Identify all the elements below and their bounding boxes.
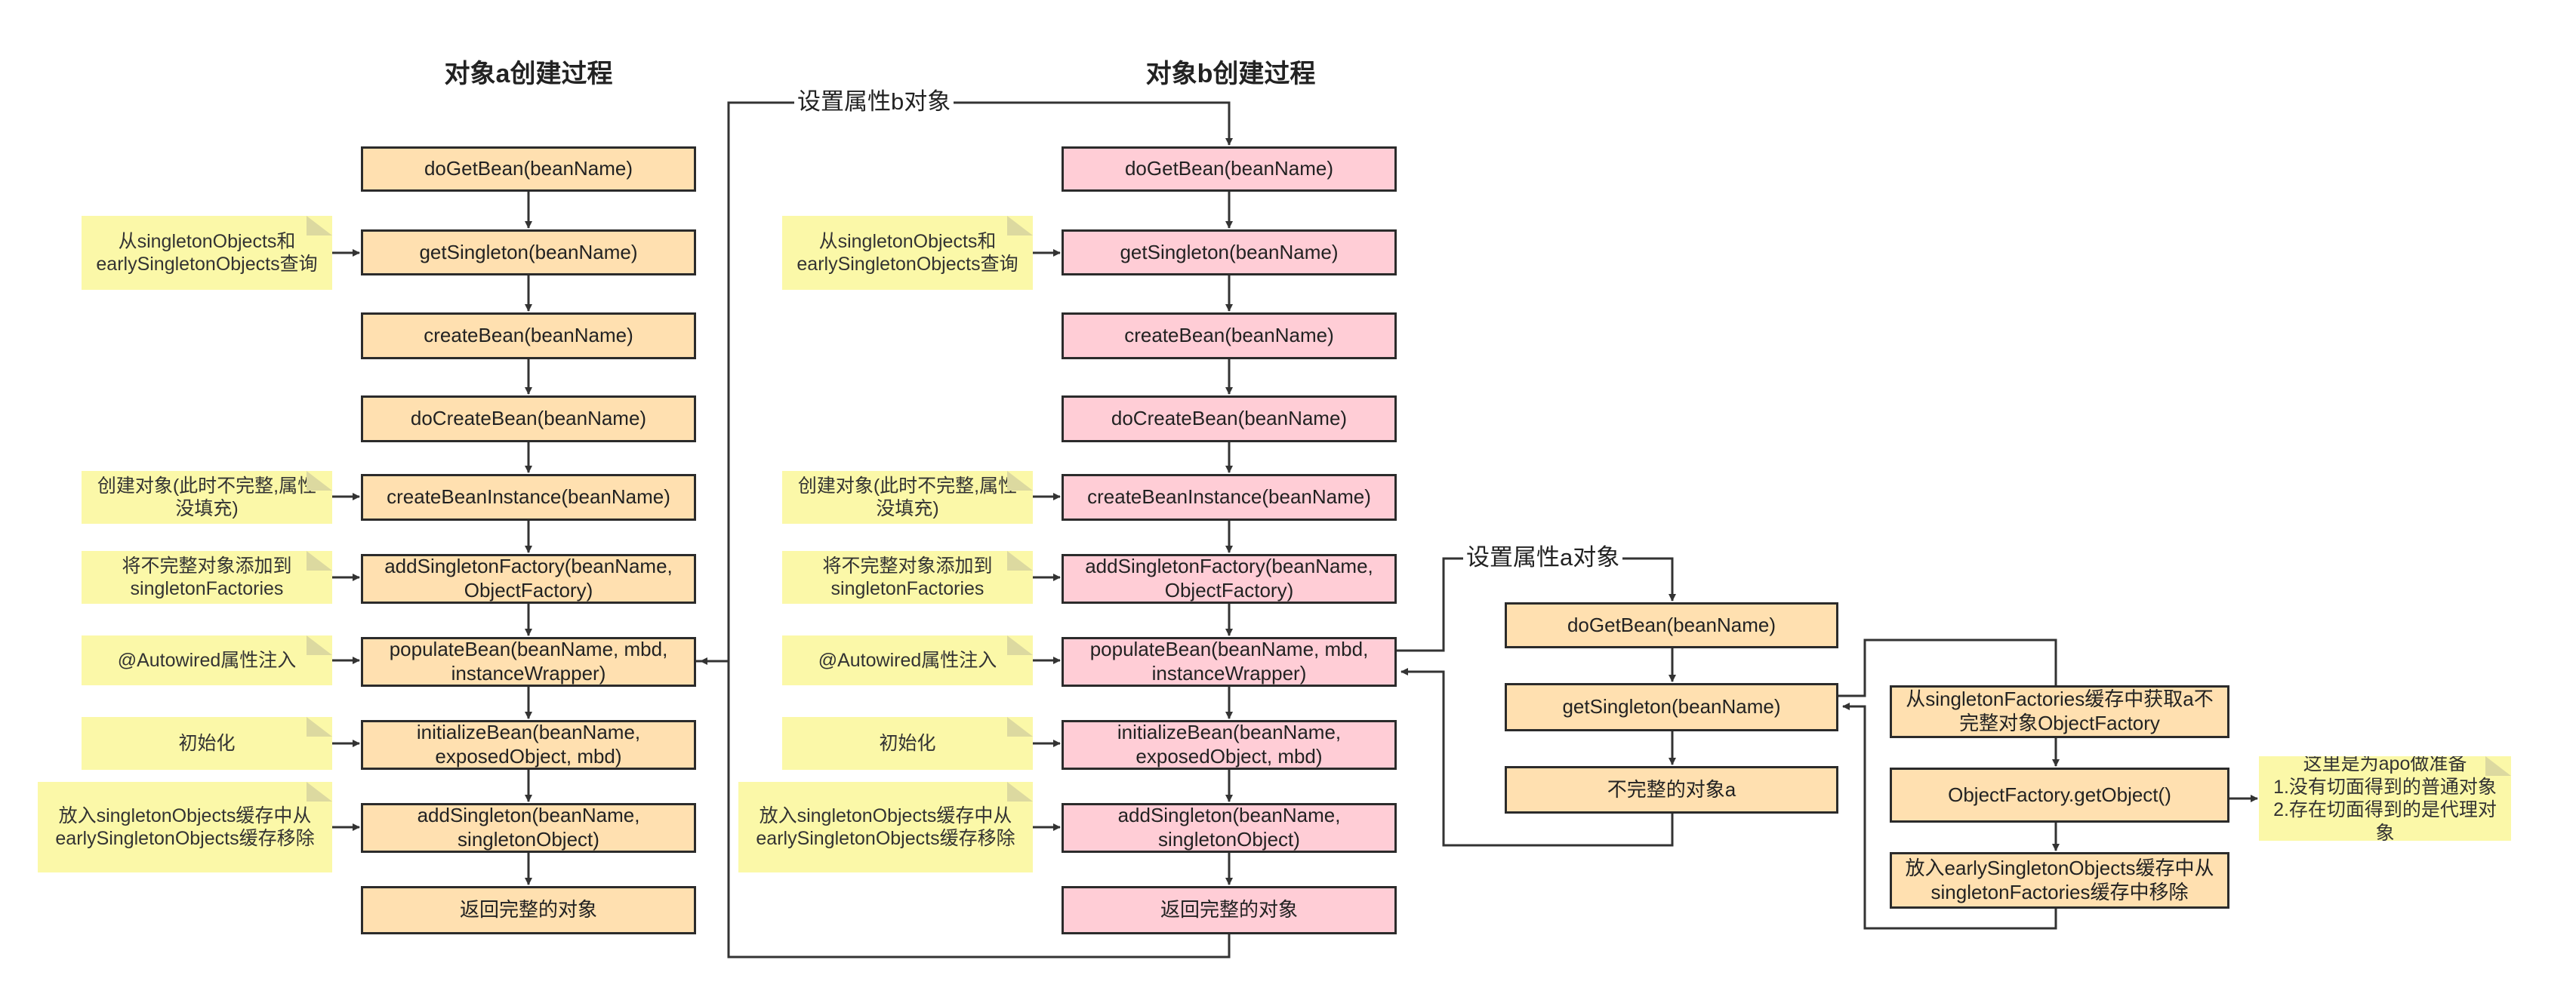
- b-step-docreatebean: doCreateBean(beanName): [1062, 395, 1397, 442]
- note-fold: [307, 216, 332, 235]
- note-fold: [307, 717, 332, 737]
- a-step-initializebean: initializeBean(beanName, exposedObject, …: [361, 720, 696, 770]
- b-step-addsingleton: addSingleton(beanName, singletonObject): [1062, 803, 1397, 853]
- b-step-initializebean: initializeBean(beanName, exposedObject, …: [1062, 720, 1397, 770]
- note-text: 从singletonObjects和earlySingletonObjects查…: [797, 230, 1018, 275]
- note-fold: [1007, 717, 1033, 737]
- d-step-getobject: ObjectFactory.getObject(): [1890, 768, 2229, 823]
- note-fold: [1007, 216, 1033, 235]
- edge-return-b-to-a: [700, 657, 1231, 959]
- note-text: 放入singletonObjects缓存中从earlySingletonObje…: [756, 805, 1015, 850]
- b-step-getsingleton: getSingleton(beanName): [1062, 229, 1397, 275]
- b-note-autowired: @Autowired属性注入: [782, 635, 1033, 685]
- note-text: 这里是为apo做准备 1.没有切面得到的普通对象 2.存在切面得到的是代理对象: [2273, 756, 2497, 841]
- title-object-b: 对象b创建过程: [1145, 60, 1316, 88]
- note-text: 放入singletonObjects缓存中从earlySingletonObje…: [55, 805, 315, 850]
- a-note-query-caches: 从singletonObjects和earlySingletonObjects查…: [82, 216, 332, 290]
- d-step-early-singleton: 放入earlySingletonObjects缓存中从singletonFact…: [1890, 852, 2229, 909]
- a-note-singleton-cache: 放入singletonObjects缓存中从earlySingletonObje…: [38, 782, 332, 872]
- a-note-add-factories: 将不完整对象添加到singletonFactories: [82, 551, 332, 604]
- d-step-get-objectfactory: 从singletonFactories缓存中获取a不完整对象ObjectFact…: [1890, 685, 2229, 738]
- a-step-return-complete: 返回完整的对象: [361, 886, 696, 934]
- b-step-createbean: createBean(beanName): [1062, 312, 1397, 359]
- note-text: @Autowired属性注入: [117, 649, 297, 671]
- b-note-initialize: 初始化: [782, 717, 1033, 770]
- b-note-query-caches: 从singletonObjects和earlySingletonObjects查…: [782, 216, 1033, 290]
- b-step-createbeaninstance: createBeanInstance(beanName): [1062, 474, 1397, 521]
- d-note-aop: 这里是为apo做准备 1.没有切面得到的普通对象 2.存在切面得到的是代理对象: [2259, 756, 2511, 841]
- a-step-addsingleton: addSingleton(beanName, singletonObject): [361, 803, 696, 853]
- b-step-populatebean: populateBean(beanName, mbd, instanceWrap…: [1062, 637, 1397, 687]
- a-step-dogetbean: doGetBean(beanName): [361, 146, 696, 192]
- edge-return-a-to-b: [1400, 668, 1674, 847]
- c-step-incomplete-object-a: 不完整的对象a: [1505, 766, 1838, 814]
- edge-label-set-b: 设置属性b对象: [794, 90, 954, 113]
- note-text: 初始化: [879, 732, 936, 754]
- c-step-dogetbean: doGetBean(beanName): [1505, 602, 1838, 648]
- a-note-initialize: 初始化: [82, 717, 332, 770]
- b-step-dogetbean: doGetBean(beanName): [1062, 146, 1397, 192]
- edge-early-to-getsingleton: [1842, 703, 2057, 930]
- note-fold: [1007, 782, 1033, 802]
- note-text: 创建对象(此时不完整,属性没填充): [797, 475, 1018, 520]
- b-step-addsingletonfactory: addSingletonFactory(beanName, ObjectFact…: [1062, 554, 1397, 604]
- note-text: 从singletonObjects和earlySingletonObjects查…: [96, 230, 318, 275]
- a-step-populatebean: populateBean(beanName, mbd, instanceWrap…: [361, 637, 696, 687]
- c-step-getsingleton: getSingleton(beanName): [1505, 683, 1838, 731]
- a-step-createbeaninstance: createBeanInstance(beanName): [361, 474, 696, 521]
- a-step-createbean: createBean(beanName): [361, 312, 696, 359]
- edge-getsingleton-to-factory: [1838, 639, 2057, 697]
- a-note-create-object: 创建对象(此时不完整,属性没填充): [82, 471, 332, 524]
- note-text: 将不完整对象添加到singletonFactories: [122, 555, 292, 600]
- note-text: 初始化: [178, 732, 236, 754]
- title-object-a: 对象a创建过程: [444, 60, 613, 88]
- a-note-autowired: @Autowired属性注入: [82, 635, 332, 685]
- note-fold: [307, 782, 332, 802]
- a-step-addsingletonfactory: addSingletonFactory(beanName, ObjectFact…: [361, 554, 696, 604]
- b-note-singleton-cache: 放入singletonObjects缓存中从earlySingletonObje…: [738, 782, 1033, 872]
- note-fold: [307, 635, 332, 655]
- a-step-docreatebean: doCreateBean(beanName): [361, 395, 696, 442]
- b-note-add-factories: 将不完整对象添加到singletonFactories: [782, 551, 1033, 604]
- a-step-getsingleton: getSingleton(beanName): [361, 229, 696, 275]
- note-text: @Autowired属性注入: [818, 649, 997, 671]
- edge-set-property-a: [1397, 557, 1676, 652]
- b-step-return-complete: 返回完整的对象: [1062, 886, 1397, 934]
- note-text: 创建对象(此时不完整,属性没填充): [97, 475, 317, 520]
- b-note-create-object: 创建对象(此时不完整,属性没填充): [782, 471, 1033, 524]
- edge-label-set-a: 设置属性a对象: [1463, 546, 1623, 569]
- note-fold: [1007, 635, 1033, 655]
- note-text: 将不完整对象添加到singletonFactories: [822, 555, 993, 600]
